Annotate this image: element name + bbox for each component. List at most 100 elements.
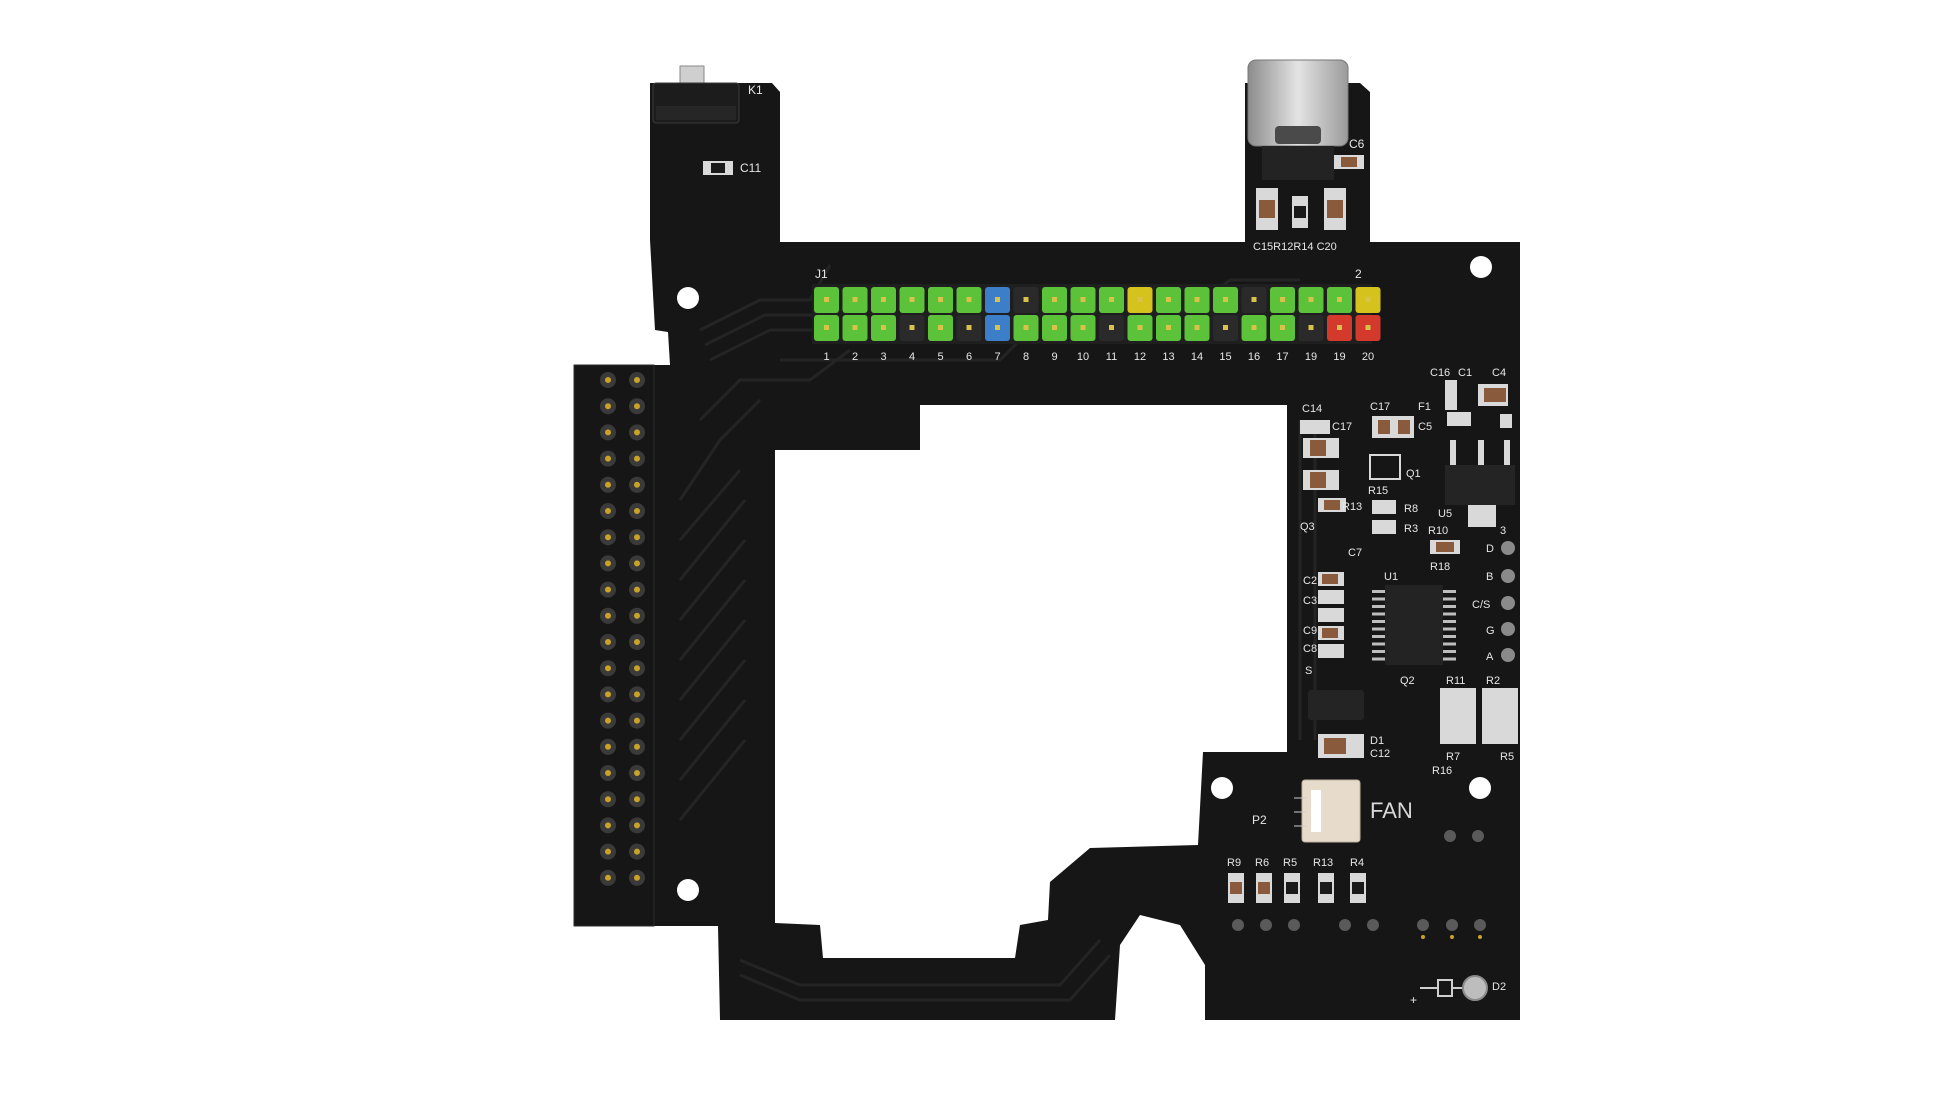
pin-tip <box>1223 325 1228 330</box>
pin-tip <box>966 325 972 330</box>
header-pin-number: 8 <box>1023 351 1029 363</box>
label-pin2: 2 <box>1355 267 1362 281</box>
u1-lead <box>1443 597 1456 601</box>
label-c3: C3 <box>1303 595 1317 607</box>
label-r10: R10 <box>1428 525 1448 537</box>
pin-tip <box>1365 297 1371 302</box>
left-pin-gold <box>634 403 640 410</box>
label-r9: R9 <box>1227 857 1241 869</box>
label-r5b: R5 <box>1283 857 1297 869</box>
label-f1: F1 <box>1418 401 1431 413</box>
left-pin-gold <box>634 743 640 750</box>
left-pin-gold <box>634 796 640 803</box>
left-pin-gold <box>605 612 611 619</box>
label-r3: R3 <box>1404 523 1418 535</box>
header-pin-number: 19 <box>1305 351 1317 363</box>
pin-tip <box>1052 325 1057 330</box>
left-pin-gold <box>605 455 611 462</box>
u1-lead <box>1443 590 1456 593</box>
pin-tip <box>995 325 1000 330</box>
label-r5a: R5 <box>1500 751 1514 763</box>
u5-regulator <box>1445 440 1515 527</box>
bottom-resistors <box>1228 873 1366 903</box>
u1-lead <box>1443 657 1456 661</box>
usb-c-connector <box>1247 59 1349 180</box>
pin-tip <box>1280 325 1285 330</box>
label-c-s: C/S <box>1472 599 1490 611</box>
gold-dots <box>1421 935 1482 939</box>
left-pin-gold <box>605 560 611 567</box>
label-r8: R8 <box>1404 503 1418 515</box>
header-pin-number: 17 <box>1276 351 1288 363</box>
left-pin-gold <box>634 481 640 488</box>
label-p2: P2 <box>1252 813 1267 827</box>
label-c2: C2 <box>1303 575 1317 587</box>
header-bottom-row <box>814 315 1381 341</box>
pin-tip <box>1194 325 1200 330</box>
label-d2: D2 <box>1492 981 1506 993</box>
label-c17a: C17 <box>1370 401 1390 413</box>
pin-tip <box>1166 325 1171 330</box>
pin-tip <box>1023 325 1029 330</box>
label-r7: R7 <box>1446 751 1460 763</box>
left-pin-gold <box>634 508 640 514</box>
header-pin-number: 3 <box>880 351 886 363</box>
left-pin-gold <box>605 874 611 881</box>
left-pin-gold <box>634 822 640 829</box>
pin-tip <box>1166 297 1171 302</box>
u1-lead <box>1443 620 1456 623</box>
u1-lead <box>1443 650 1456 653</box>
left-pin-gold <box>634 874 640 881</box>
header-pin-number: 19 <box>1333 351 1345 363</box>
label-r2: R2 <box>1486 675 1500 687</box>
resistor-bodies <box>1310 388 1506 754</box>
pin-tip <box>824 297 829 302</box>
pin-tip <box>852 297 858 302</box>
u1-lead <box>1443 642 1456 646</box>
label-r13a: R13 <box>1342 501 1362 513</box>
header-pin-number: 11 <box>1106 351 1117 363</box>
left-pin-gold <box>634 770 640 776</box>
left-pin-gold <box>605 796 611 803</box>
left-pin-gold <box>634 691 640 698</box>
u1-lead <box>1372 650 1385 653</box>
pcb-cutout <box>775 405 1287 958</box>
left-pin-gold <box>605 665 611 672</box>
bottom-pads <box>1232 830 1486 931</box>
label-three: 3 <box>1500 525 1506 537</box>
header-pin-number: 9 <box>1051 351 1057 363</box>
left-pin-gold <box>605 717 611 724</box>
left-header-edge <box>573 364 655 927</box>
pin-tip <box>1280 297 1285 302</box>
header-pin-number: 1 <box>823 351 829 363</box>
u1-chip <box>1372 585 1456 665</box>
right-test-pad <box>1501 541 1515 555</box>
label-r13b: R13 <box>1313 857 1333 869</box>
left-pin-gold <box>605 403 611 410</box>
header-pin-number: 15 <box>1219 351 1231 363</box>
label-c11: C11 <box>740 161 761 175</box>
label-c7: C7 <box>1348 547 1362 559</box>
u1-lead <box>1372 605 1385 608</box>
label-d: D <box>1486 543 1494 555</box>
label-d1: D1 <box>1370 735 1384 747</box>
label-q1: Q1 <box>1406 468 1421 480</box>
pin-tip <box>1251 297 1257 302</box>
left-pin-gold <box>634 612 640 619</box>
pin-tip <box>1023 297 1029 302</box>
left-pin-gold <box>605 586 611 593</box>
label-a: A <box>1486 651 1494 663</box>
fan-connector <box>1294 779 1361 843</box>
header-pin-number: 13 <box>1162 351 1174 363</box>
header-pin-number: 5 <box>937 351 943 363</box>
header-pin-number: 10 <box>1077 351 1089 363</box>
u1-lead <box>1372 597 1385 601</box>
pin-tip <box>881 297 886 302</box>
pin-tip <box>852 325 858 330</box>
pin-tip <box>881 325 886 330</box>
label-r16: R16 <box>1432 765 1452 777</box>
pin-tip <box>1137 297 1143 302</box>
header-pin-number: 12 <box>1134 351 1146 363</box>
label-c17b: C17 <box>1332 421 1352 433</box>
